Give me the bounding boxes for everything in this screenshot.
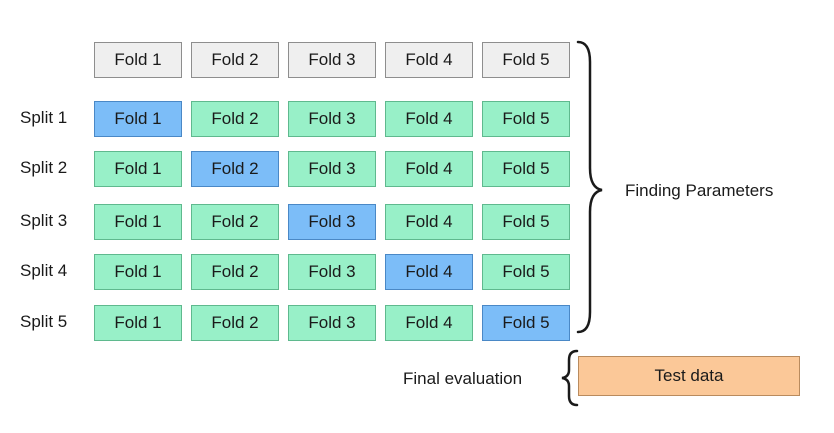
split-3-fold-5-label: Fold 5 — [502, 212, 550, 231]
finding-parameters-label: Finding Parameters — [625, 181, 774, 200]
split-2-fold-2: Fold 2 — [191, 151, 279, 187]
split-4-fold-5-label: Fold 5 — [502, 262, 550, 281]
split-1-fold-4-label: Fold 4 — [405, 109, 453, 128]
split-3-fold-1-label: Fold 1 — [114, 212, 162, 231]
split-5-fold-4: Fold 4 — [385, 305, 473, 341]
final-evaluation-brace — [561, 349, 579, 407]
split-3-label: Split 3 — [20, 211, 68, 230]
split-5-fold-4-label: Fold 4 — [405, 313, 453, 332]
finding-parameters-brace — [576, 40, 603, 334]
split-3-fold-4-label: Fold 4 — [405, 212, 453, 231]
split-1-fold-5: Fold 5 — [482, 101, 570, 137]
split-2-fold-3-label: Fold 3 — [308, 159, 356, 178]
split-4-fold-2-label: Fold 2 — [211, 262, 259, 281]
header-fold-3-label: Fold 3 — [308, 50, 356, 69]
header-fold-2: Fold 2 — [191, 42, 279, 78]
split-5-fold-3: Fold 3 — [288, 305, 376, 341]
split-1-fold-3-label: Fold 3 — [308, 109, 356, 128]
split-3-fold-1: Fold 1 — [94, 204, 182, 240]
split-1-fold-1: Fold 1 — [94, 101, 182, 137]
split-1-fold-3: Fold 3 — [288, 101, 376, 137]
split-5-fold-1-label: Fold 1 — [114, 313, 162, 332]
split-4-fold-5: Fold 5 — [482, 254, 570, 290]
test-data-box: Test data — [578, 356, 800, 396]
split-4-fold-2: Fold 2 — [191, 254, 279, 290]
split-3-fold-3: Fold 3 — [288, 204, 376, 240]
header-fold-5-label: Fold 5 — [502, 50, 550, 69]
split-4-fold-1: Fold 1 — [94, 254, 182, 290]
split-1-fold-2-label: Fold 2 — [211, 109, 259, 128]
split-2-fold-4-label: Fold 4 — [405, 159, 453, 178]
split-2-label: Split 2 — [20, 158, 68, 177]
split-5-fold-5: Fold 5 — [482, 305, 570, 341]
split-3-fold-2-label: Fold 2 — [211, 212, 259, 231]
split-1-label: Split 1 — [20, 108, 68, 127]
split-4-fold-4: Fold 4 — [385, 254, 473, 290]
header-fold-2-label: Fold 2 — [211, 50, 259, 69]
split-5-fold-5-label: Fold 5 — [502, 313, 550, 332]
split-5-fold-2-label: Fold 2 — [211, 313, 259, 332]
header-fold-5: Fold 5 — [482, 42, 570, 78]
split-2-fold-4: Fold 4 — [385, 151, 473, 187]
header-fold-3: Fold 3 — [288, 42, 376, 78]
split-3-fold-2: Fold 2 — [191, 204, 279, 240]
split-4-fold-3: Fold 3 — [288, 254, 376, 290]
split-5-fold-3-label: Fold 3 — [308, 313, 356, 332]
split-5-label: Split 5 — [20, 312, 68, 331]
split-1-fold-4: Fold 4 — [385, 101, 473, 137]
split-3-fold-4: Fold 4 — [385, 204, 473, 240]
header-fold-4: Fold 4 — [385, 42, 473, 78]
header-fold-1-label: Fold 1 — [114, 50, 162, 69]
split-2-fold-3: Fold 3 — [288, 151, 376, 187]
split-3-fold-3-label: Fold 3 — [308, 212, 356, 231]
split-2-fold-5-label: Fold 5 — [502, 159, 550, 178]
split-5-fold-2: Fold 2 — [191, 305, 279, 341]
split-1-fold-5-label: Fold 5 — [502, 109, 550, 128]
split-5-fold-1: Fold 1 — [94, 305, 182, 341]
split-2-fold-1: Fold 1 — [94, 151, 182, 187]
split-4-fold-4-label: Fold 4 — [405, 262, 453, 281]
test-data-label: Test data — [654, 366, 724, 385]
split-2-fold-1-label: Fold 1 — [114, 159, 162, 178]
split-2-fold-5: Fold 5 — [482, 151, 570, 187]
final-evaluation-label: Final evaluation — [403, 369, 523, 388]
split-2-fold-2-label: Fold 2 — [211, 159, 259, 178]
split-1-fold-1-label: Fold 1 — [114, 109, 162, 128]
split-4-fold-3-label: Fold 3 — [308, 262, 356, 281]
split-1-fold-2: Fold 2 — [191, 101, 279, 137]
header-fold-4-label: Fold 4 — [405, 50, 453, 69]
header-fold-1: Fold 1 — [94, 42, 182, 78]
split-4-fold-1-label: Fold 1 — [114, 262, 162, 281]
split-3-fold-5: Fold 5 — [482, 204, 570, 240]
split-4-label: Split 4 — [20, 261, 68, 280]
